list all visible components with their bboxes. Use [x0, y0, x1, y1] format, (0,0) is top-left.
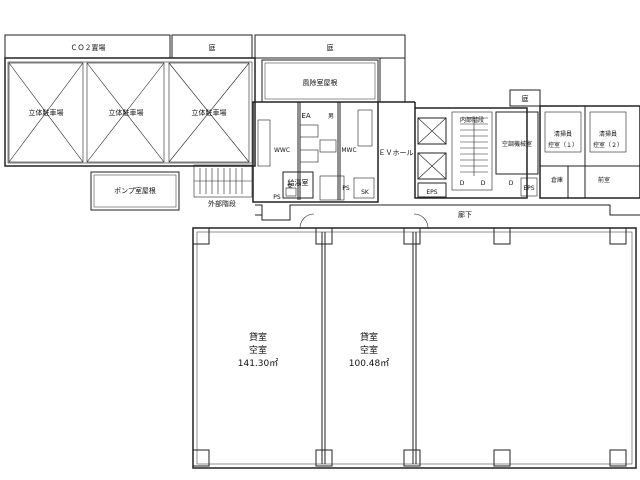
cleaner-2-sub: 控室（２） — [593, 141, 623, 149]
parking-cell-2 — [86, 62, 165, 163]
parking-cell-1 — [8, 62, 84, 163]
ea-label: EA — [301, 112, 310, 120]
cleaner-1-title: 清掃員 — [554, 130, 572, 138]
fan-roof-label: 風除室屋根 — [303, 78, 338, 87]
garden-right-label: 庭 — [327, 43, 334, 52]
parking-label-1: 立体駐車場 — [29, 108, 64, 117]
cleaner-1-sub: 控室（１） — [548, 141, 578, 149]
corridor-wall — [255, 204, 640, 221]
elevator-door-3: D — [509, 180, 514, 187]
elevator-1 — [417, 117, 447, 145]
office-columns — [192, 227, 627, 467]
cleaner-2-title: 清掃員 — [599, 130, 617, 138]
pump-roof-label: ポンプ室屋根 — [114, 186, 156, 195]
ps-mid-label: PS — [342, 185, 350, 192]
wwc-label: WWC — [274, 147, 290, 154]
room-2-status: 空室 — [360, 344, 378, 356]
room-1-status: 空室 — [249, 344, 267, 356]
onna-label: 女 — [287, 182, 293, 190]
otoko-label: 男 — [328, 113, 334, 120]
room-1-title: 貸室 — [249, 331, 267, 343]
garden-left-label: 庭 — [209, 43, 216, 52]
ac-room-label: 空調機械室 — [502, 140, 532, 148]
ps-left-label: PS — [273, 194, 281, 201]
sk-label: SK — [361, 189, 370, 196]
parking-cell-3 — [168, 62, 250, 163]
inner-stair-label: 内部階段 — [460, 116, 484, 124]
ac-room — [495, 111, 539, 175]
storage-label: 倉庫 — [551, 176, 563, 184]
inner-staircase — [451, 111, 493, 191]
garden-small-label: 庭 — [522, 94, 529, 103]
anteroom-label: 前室 — [598, 176, 610, 184]
room-2-area: 100.48㎡ — [349, 358, 390, 369]
kyutoushitsu-room — [282, 171, 314, 199]
pump-roof — [90, 171, 180, 211]
parking-label-2: 立体駐車場 — [109, 108, 144, 117]
garden-small — [509, 89, 541, 107]
outer-stair-label: 外部階段 — [208, 199, 236, 208]
eps-left-label: EPS — [426, 189, 437, 196]
eps-left-room — [417, 182, 447, 198]
kyutoushitsu-label: 給湯室 — [288, 178, 309, 187]
co2-label: ＣＯ２置場 — [71, 43, 106, 52]
corridor-label: 廊下 — [458, 210, 472, 219]
mwc-label: MWC — [341, 147, 356, 154]
outer-staircase — [193, 164, 253, 198]
elevator-door-2: D — [481, 180, 486, 187]
eps-right-label: EPS — [523, 185, 534, 192]
elevator-door-1: D — [460, 180, 465, 187]
ev-hall-label: ＥＶホール — [379, 149, 414, 157]
parking-outer — [4, 57, 256, 167]
room-1-area: 141.30㎡ — [238, 358, 279, 369]
elevator-2 — [417, 152, 447, 180]
parking-label-3: 立体駐車場 — [192, 108, 227, 117]
room-2-title: 貸室 — [360, 331, 378, 343]
